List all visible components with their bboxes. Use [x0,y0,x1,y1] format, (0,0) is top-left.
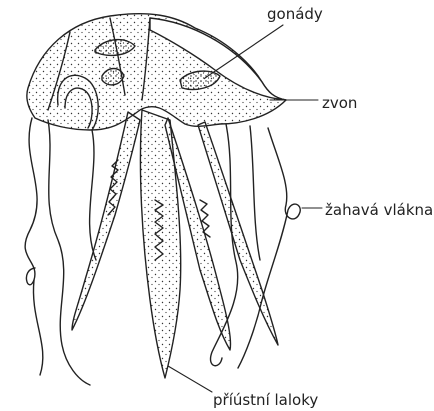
tentacle [90,130,96,260]
tentacle [238,300,262,368]
tentacle [33,280,42,375]
tentacle [25,118,37,285]
label-oral-arms: příústní laloky [213,393,318,408]
leader-laloky [168,366,212,392]
bell [27,14,286,130]
tentacle [250,126,260,260]
label-gonads: gonády [267,7,323,22]
oral-arm-left [72,112,140,330]
tentacle [262,128,300,300]
oral-arm-right [198,122,278,345]
label-tentacles: žahavá vlákna [325,203,433,218]
oral-arms [72,110,278,378]
tentacle [48,120,90,385]
label-bell: zvon [322,96,357,111]
